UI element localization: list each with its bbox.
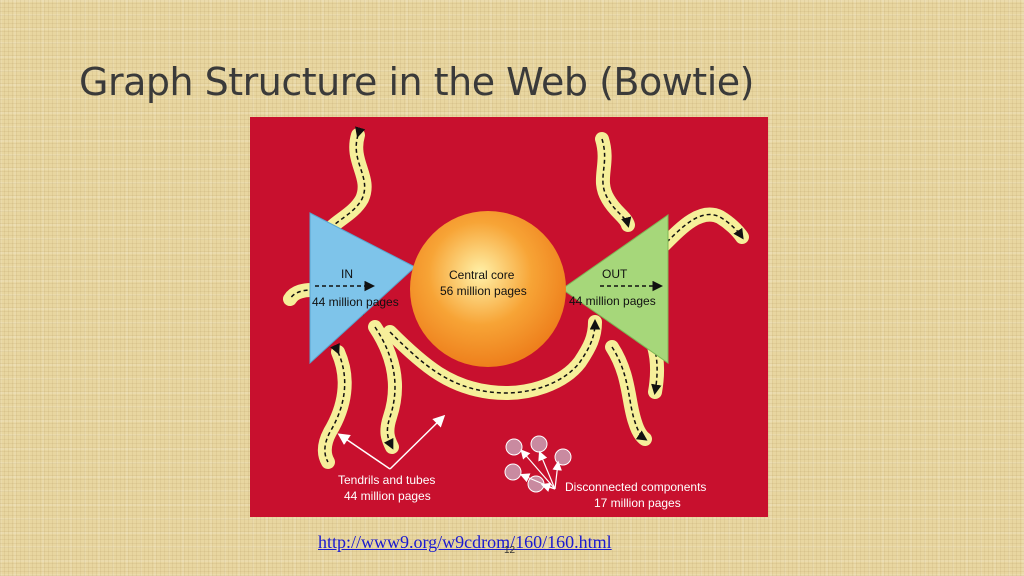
- disconnected-pages: 17 million pages: [594, 496, 681, 510]
- tendrils-label: Tendrils and tubes: [338, 473, 436, 487]
- tendrils-pages: 44 million pages: [344, 489, 431, 503]
- core-pages: 56 million pages: [440, 284, 527, 298]
- out-label: OUT: [602, 267, 628, 281]
- bowtie-diagram: IN 44 million pages Central core 56 mill…: [250, 117, 768, 517]
- slide-title: Graph Structure in the Web (Bowtie): [79, 60, 754, 104]
- out-region: [561, 214, 669, 364]
- tendril-top-left: [318, 128, 372, 244]
- central-core: [410, 211, 566, 367]
- tendril-right: [655, 207, 749, 254]
- core-label: Central core: [449, 268, 515, 282]
- tendril-top-right: [595, 132, 635, 232]
- page-number: 12: [504, 545, 516, 556]
- in-region: [309, 212, 416, 365]
- bowtie-graphic: [283, 126, 749, 493]
- disconnected-components: [504, 435, 572, 493]
- in-pages: 44 million pages: [312, 295, 399, 309]
- tendril-bottom-left-2: [368, 320, 402, 454]
- source-link[interactable]: http://www9.org/w9cdrom/160/160.html: [318, 532, 612, 552]
- disconnected-label: Disconnected components: [565, 480, 707, 494]
- tendrils-pointers: [337, 414, 446, 470]
- in-label: IN: [341, 267, 353, 281]
- out-pages: 44 million pages: [569, 294, 656, 308]
- disconnected-pointers: [519, 449, 562, 492]
- tendril-dashes: [289, 126, 744, 463]
